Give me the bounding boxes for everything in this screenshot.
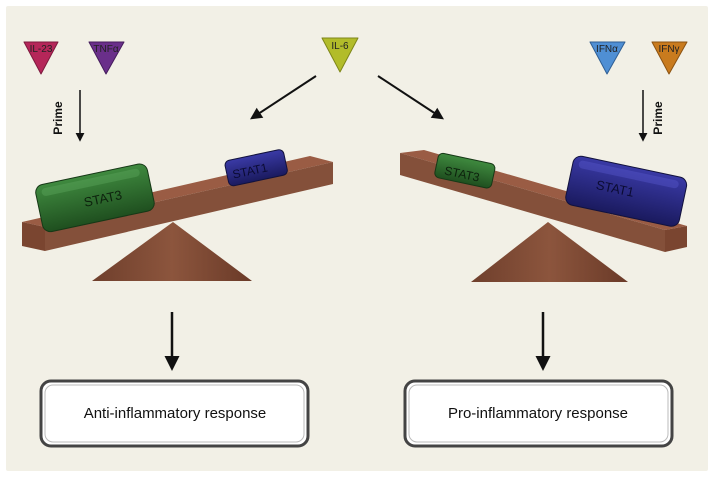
ifng-label: IFNγ [658,44,679,55]
prime-label-right: Prime [651,101,665,135]
il6-arrow-right [377,75,445,120]
ifng-cytokine: IFNγ [651,41,688,75]
left-stat3-block [35,163,155,233]
left-stat1-block [224,149,288,187]
left-fulcrum [92,222,252,281]
anti-inflammatory-label: Anti-inflammatory response [84,405,267,422]
tnfa-label: TNFα [93,44,118,55]
il6-cytokine: IL-6 [321,37,359,73]
il23-cytokine: IL-23 [23,41,59,75]
ifna-cytokine: IFNα [589,41,626,75]
right-beam-front [665,226,687,252]
pro-inflammatory-box: Pro-inflammatory response [403,379,674,448]
right-fulcrum [471,222,628,282]
ifna-label: IFNα [596,44,618,55]
il23-label: IL-23 [30,44,53,55]
prime-label-left: Prime [51,101,65,135]
il6-arrow-left [249,75,317,120]
tnfa-cytokine: TNFα [88,41,125,75]
right-stat1-block [565,155,688,227]
right-stat3-block [434,152,496,189]
background-panel [6,6,708,471]
il6-label: IL-6 [331,41,349,52]
anti-inflammatory-box: Anti-inflammatory response [39,379,310,448]
pro-inflammatory-label: Pro-inflammatory response [448,405,628,422]
left-beam-front [22,222,45,251]
